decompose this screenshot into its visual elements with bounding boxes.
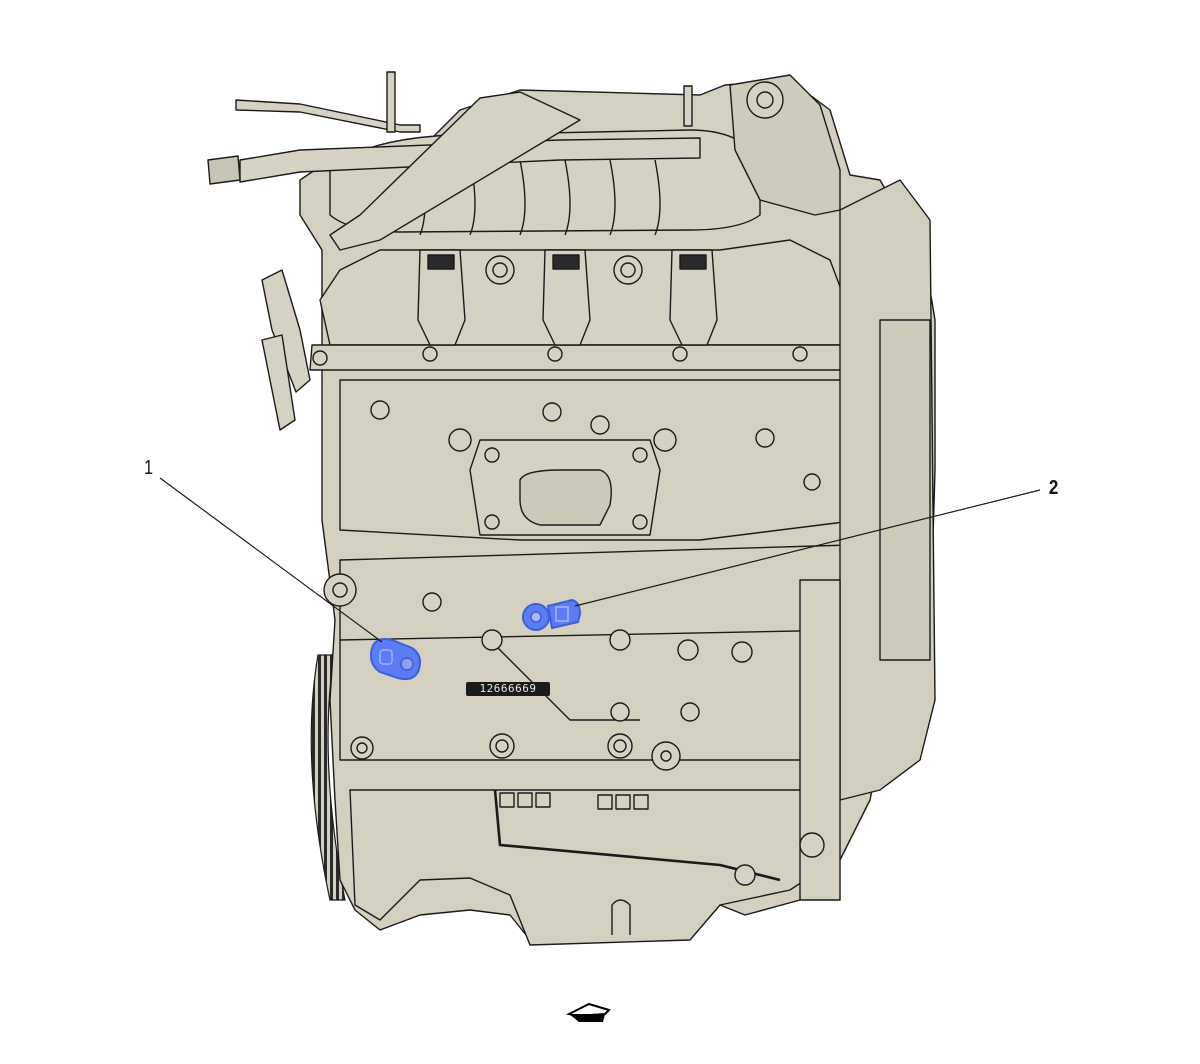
- callout-1-label: 1: [144, 457, 154, 479]
- sensor-1-highlight[interactable]: [370, 638, 421, 681]
- callout-2-label: 2: [1048, 477, 1059, 499]
- callout-2-leader-line: [574, 489, 1041, 607]
- block-bosses: [323, 573, 828, 771]
- head-bolts: [370, 400, 821, 491]
- engine-body: [207, 71, 936, 946]
- callout-1-leader-line: [159, 477, 383, 643]
- block-casting-number: 12666669: [466, 682, 550, 696]
- valve-cover-bolts: [312, 346, 808, 366]
- front-view-arrow-icon: [566, 1002, 611, 1022]
- sensor-2-highlight[interactable]: [522, 598, 582, 631]
- ignition-coils: [417, 249, 718, 346]
- flywheel: [310, 654, 346, 901]
